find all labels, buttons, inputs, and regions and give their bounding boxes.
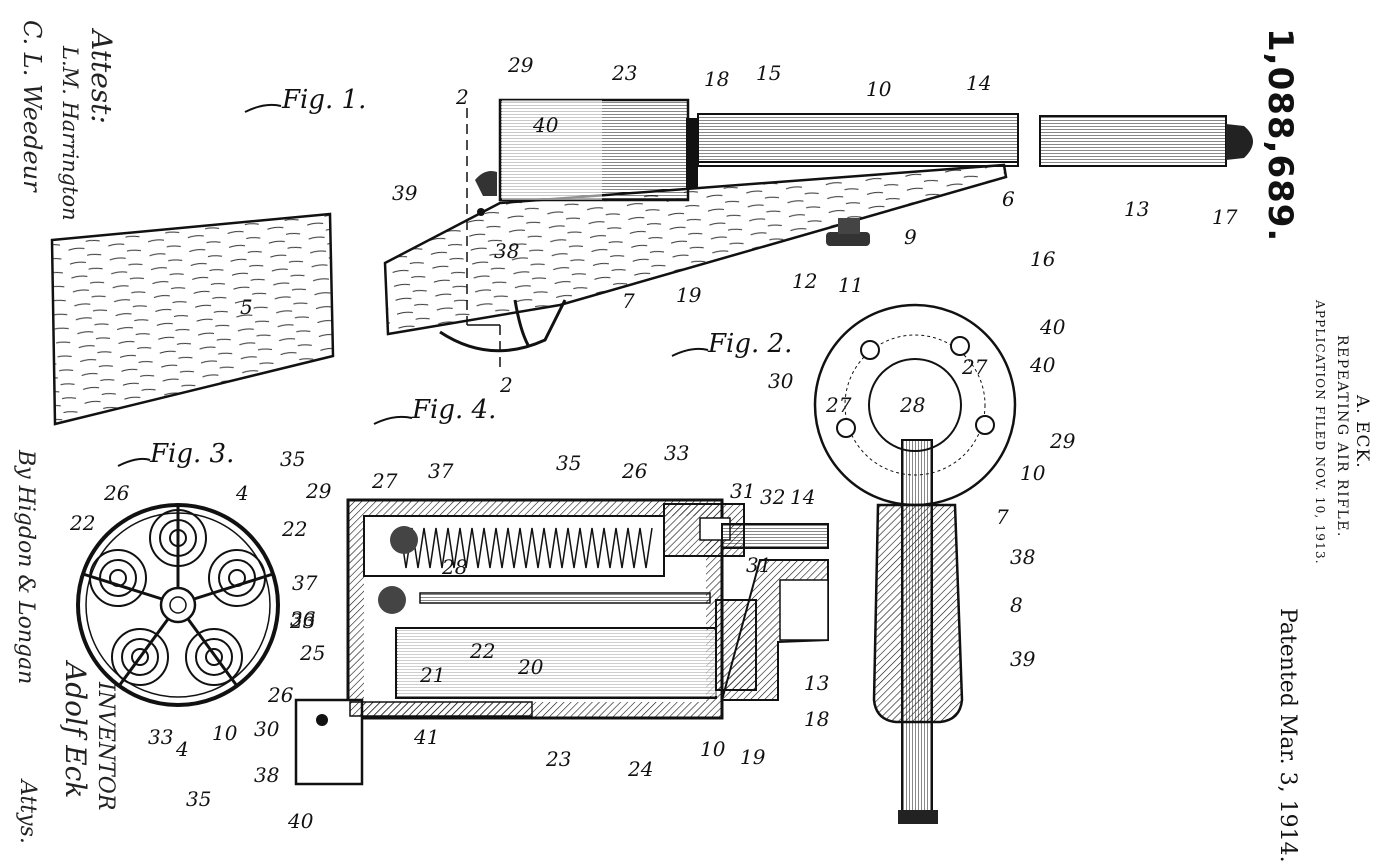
reference-numeral: 19: [740, 745, 766, 769]
reference-numeral: 25: [299, 641, 325, 665]
reference-numeral: 5: [240, 295, 253, 319]
reference-numeral: 36: [290, 607, 316, 631]
reference-numeral: 33: [664, 441, 689, 465]
reference-numeral: 20: [517, 655, 544, 679]
reference-numeral: 27: [371, 469, 398, 493]
reference-numeral: 37: [428, 459, 454, 483]
reference-numeral: 38: [1010, 545, 1035, 569]
reference-numeral: 27: [961, 355, 988, 379]
reference-numeral: 28: [441, 555, 467, 579]
reference-numeral: 8: [1010, 593, 1023, 617]
reference-numeral: 28: [899, 393, 925, 417]
figure-2: [813, 303, 1017, 824]
reference-numeral: 29: [305, 479, 332, 503]
reference-numeral: 12: [792, 269, 817, 293]
reference-numeral: 7: [996, 505, 1009, 529]
reference-numeral: 11: [838, 273, 863, 297]
reference-numeral: 22: [69, 511, 95, 535]
reference-numeral: 10: [866, 77, 892, 101]
reference-numeral: 4: [175, 737, 189, 761]
reference-numeral: 39: [392, 181, 418, 205]
reference-numeral: 22: [469, 639, 495, 663]
fig3-refs: 35 4 26 22 22 23 26 33 10 35 4: [69, 447, 315, 811]
fig2-refs: 40 30 27 28 27 40 29 10 7 38 8 39: [768, 315, 1076, 671]
reference-numeral: 26: [621, 459, 648, 483]
reference-numeral: 27: [825, 393, 852, 417]
reference-numeral: 29: [1049, 429, 1076, 453]
reference-numeral: 13: [1124, 197, 1149, 221]
reference-numeral: 9: [904, 225, 917, 249]
reference-numeral: 30: [254, 717, 280, 741]
reference-numeral: 14: [790, 485, 815, 509]
reference-numeral: 7: [622, 289, 635, 313]
reference-numeral: 31: [730, 479, 755, 503]
reference-numeral: 24: [627, 757, 653, 781]
reference-numeral: 39: [1010, 647, 1036, 671]
reference-numeral: 35: [186, 787, 211, 811]
reference-numeral: 35: [556, 451, 581, 475]
reference-numeral: 32: [760, 485, 785, 509]
reference-numeral: 17: [1212, 205, 1238, 229]
figure-4: [294, 498, 829, 786]
reference-numeral: 13: [804, 671, 829, 695]
figure-1: [50, 98, 1253, 426]
fig2-label: Fig. 2.: [707, 329, 792, 359]
reference-numeral: 14: [966, 71, 991, 95]
fig4-refs: 29 27 37 35 26 33 31 32 14 28 37 36 25 3…: [254, 441, 829, 833]
reference-numeral: 38: [254, 763, 279, 787]
reference-numeral: 15: [756, 61, 781, 85]
reference-numeral: 35: [280, 447, 305, 471]
reference-numeral: 2: [499, 373, 513, 397]
reference-numeral: 10: [700, 737, 726, 761]
reference-numeral: 22: [281, 517, 307, 541]
fig1-refs: 29 23 18 15 10 14 2 40 39 38 7 19 6 9 12…: [240, 53, 1238, 397]
reference-numeral: 37: [292, 571, 318, 595]
reference-numeral: 26: [103, 481, 130, 505]
reference-numeral: 10: [1020, 461, 1046, 485]
reference-numeral: 38: [494, 239, 519, 263]
figure-3: [76, 503, 280, 707]
reference-numeral: 41: [413, 725, 439, 749]
reference-numeral: 19: [676, 283, 702, 307]
reference-numeral: 21: [419, 663, 445, 687]
reference-numeral: 23: [611, 61, 637, 85]
reference-numeral: 33: [148, 725, 173, 749]
reference-numeral: 16: [1030, 247, 1056, 271]
reference-numeral: 18: [804, 707, 829, 731]
reference-numeral: 40: [1039, 315, 1066, 339]
reference-numeral: 4: [235, 481, 249, 505]
fig1-label: Fig. 1.: [281, 85, 366, 115]
reference-numeral: 23: [289, 609, 315, 633]
reference-numeral: 10: [212, 721, 238, 745]
reference-numeral: 26: [267, 683, 294, 707]
reference-numeral: 40: [532, 113, 559, 137]
reference-numeral: 18: [704, 67, 729, 91]
reference-numeral: 23: [545, 747, 571, 771]
reference-numeral: 30: [768, 369, 794, 393]
reference-numeral: 40: [1029, 353, 1056, 377]
reference-numeral: 29: [507, 53, 534, 77]
reference-numeral: 40: [287, 809, 314, 833]
fig3-label: Fig. 3.: [149, 439, 234, 469]
reference-numeral: 31: [746, 553, 771, 577]
reference-numeral: 2: [455, 85, 469, 109]
reference-numeral: 6: [1002, 187, 1015, 211]
fig4-label: Fig. 4.: [411, 395, 496, 425]
